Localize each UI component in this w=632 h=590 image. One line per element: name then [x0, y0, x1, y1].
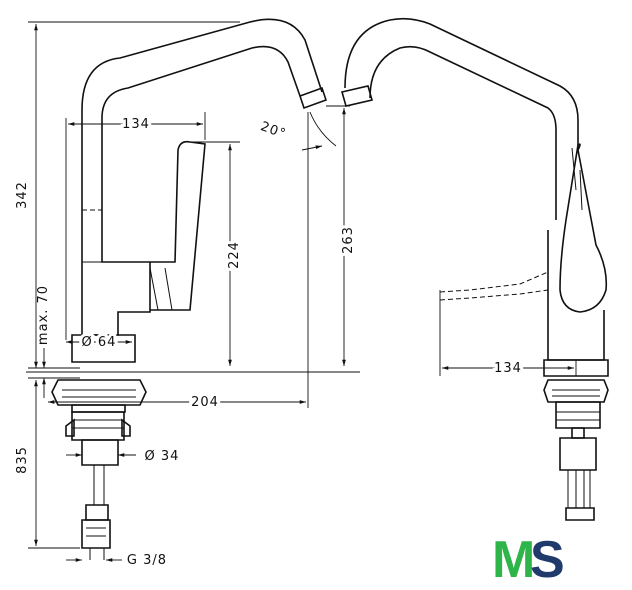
- faucet-side-view: [340, 17, 609, 521]
- dim-342-label: 342: [15, 181, 30, 209]
- faucet-front-view: [51, 18, 328, 560]
- dim-thread-label: G 3/8: [127, 553, 167, 568]
- logo-letter-m: M: [492, 531, 535, 589]
- dim-224-label: 224: [227, 241, 242, 269]
- logo-letter-s: S: [530, 531, 565, 589]
- dim-263-label: 263: [341, 226, 356, 254]
- front-dimensions: [26, 21, 360, 562]
- dim-64-label: Ø 64: [82, 335, 117, 350]
- dim-204-label: 204: [191, 395, 219, 410]
- dim-835-label: 835: [15, 446, 30, 474]
- dim-max70-label: max. 70: [36, 285, 51, 345]
- dim-angle-label: 20°: [258, 119, 288, 142]
- side-dimensions: [439, 290, 577, 376]
- dim-134-side-label: 134: [494, 361, 522, 376]
- dim-134-top-label: 134: [122, 117, 150, 132]
- dim-34-label: Ø 34: [145, 449, 180, 464]
- ms-logo: M S: [492, 531, 565, 589]
